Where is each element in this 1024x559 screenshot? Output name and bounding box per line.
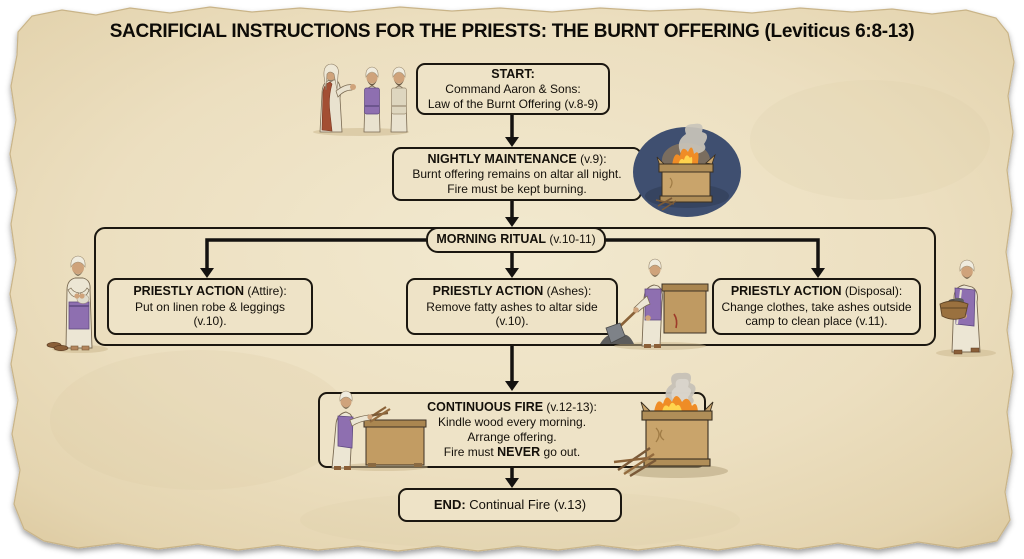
- flow-node-priestly-action-attire: PRIESTLY ACTION (Attire): Put on linen r…: [107, 278, 313, 335]
- nightly-heading: NIGHTLY MAINTENANCE (v.9):: [427, 152, 606, 167]
- start-line2: Law of the Burnt Offering (v.8-9): [427, 96, 599, 111]
- arrow-morning-to-attire: [205, 238, 428, 269]
- arrow-morning-to-disposal: [604, 238, 820, 269]
- nightly-line2: Fire must be kept burning.: [447, 181, 587, 196]
- attire-line2: (v.10).: [193, 314, 227, 329]
- disposal-heading-rest: (Disposal):: [841, 284, 903, 299]
- flow-node-priestly-action-disposal: PRIESTLY ACTION (Disposal): Change cloth…: [712, 278, 921, 335]
- continuous-line3-bold: NEVER: [497, 444, 541, 459]
- flow-node-morning-ritual: MORNING RITUAL (v.10-11): [426, 227, 606, 253]
- disposal-line1: Change clothes, take ashes outside: [721, 299, 912, 314]
- altar-fire-at-night-icon: [633, 123, 741, 217]
- disposal-line2: camp to clean place (v.11).: [745, 314, 888, 329]
- arrowhead: [505, 217, 519, 227]
- attire-heading: PRIESTLY ACTION (Attire):: [133, 284, 286, 299]
- continuous-line3: Fire must NEVER go out.: [444, 445, 580, 460]
- attire-line1: Put on linen robe & leggings: [134, 299, 286, 314]
- arrowhead: [505, 381, 519, 391]
- continuous-heading-rest: (v.12-13):: [543, 400, 597, 415]
- start-line1: Command Aaron & Sons:: [445, 82, 581, 96]
- arrowhead: [505, 137, 519, 147]
- nightly-heading-bold: NIGHTLY MAINTENANCE: [427, 151, 577, 166]
- continuous-heading: CONTINUOUS FIRE (v.12-13):: [427, 400, 597, 415]
- continuous-line1: Kindle wood every morning.: [437, 415, 587, 430]
- priest-shoveling-ashes-icon: [600, 258, 709, 350]
- arrowhead: [200, 268, 214, 278]
- page-title: SACRIFICIAL INSTRUCTIONS FOR THE PRIESTS…: [109, 21, 915, 42]
- disposal-heading: PRIESTLY ACTION (Disposal):: [731, 284, 902, 299]
- flow-node-priestly-action-ashes: PRIESTLY ACTION (Ashes): Remove fatty as…: [406, 278, 618, 335]
- end-heading-rest: Continual Fire (v.13): [465, 497, 587, 513]
- end-heading-bold: END:: [433, 497, 466, 513]
- flow-node-start: START: Command Aaron & Sons: Law of the …: [416, 63, 610, 115]
- attire-heading-rest: (Attire):: [244, 284, 287, 299]
- start-heading: START:: [491, 66, 535, 81]
- attire-heading-bold: PRIESTLY ACTION: [133, 284, 244, 299]
- ashes-heading: PRIESTLY ACTION (Ashes):: [433, 284, 592, 299]
- priest-carrying-ash-basket-icon: [936, 259, 996, 357]
- priest-dressing-in-linen-icon: [46, 255, 108, 353]
- ashes-heading-bold: PRIESTLY ACTION: [432, 284, 544, 299]
- arrowhead: [811, 268, 825, 278]
- arrowhead: [505, 268, 519, 278]
- ashes-heading-rest: (Ashes):: [543, 284, 592, 299]
- ashes-line2: (v.10).: [495, 314, 529, 329]
- morning-heading-bold: MORNING RITUAL: [436, 232, 547, 247]
- continuous-line2: Arrange offering.: [467, 430, 557, 444]
- moses-commanding-two-priests-icon: [313, 63, 409, 136]
- end-heading: END: Continual Fire (v.13): [434, 497, 586, 513]
- continuous-heading-bold: CONTINUOUS FIRE: [427, 400, 544, 415]
- morning-heading: MORNING RITUAL (v.10-11): [436, 232, 595, 247]
- arrowhead: [505, 478, 519, 488]
- flow-node-nightly-maintenance: NIGHTLY MAINTENANCE (v.9): Burnt offerin…: [392, 147, 642, 201]
- disposal-heading-bold: PRIESTLY ACTION: [730, 284, 842, 299]
- ashes-line1: Remove fatty ashes to altar side: [426, 299, 598, 314]
- flow-node-end: END: Continual Fire (v.13): [398, 488, 622, 522]
- burning-altar-with-smoke-icon: [613, 372, 728, 478]
- priest-kindling-wood-icon: [331, 390, 428, 471]
- nightly-heading-rest: (v.9):: [576, 151, 607, 166]
- continuous-line3-post: go out.: [540, 444, 581, 459]
- continuous-line3-pre: Fire must: [443, 444, 498, 459]
- nightly-line1: Burnt offering remains on altar all nigh…: [412, 167, 622, 181]
- morning-heading-rest: (v.10-11): [546, 232, 596, 247]
